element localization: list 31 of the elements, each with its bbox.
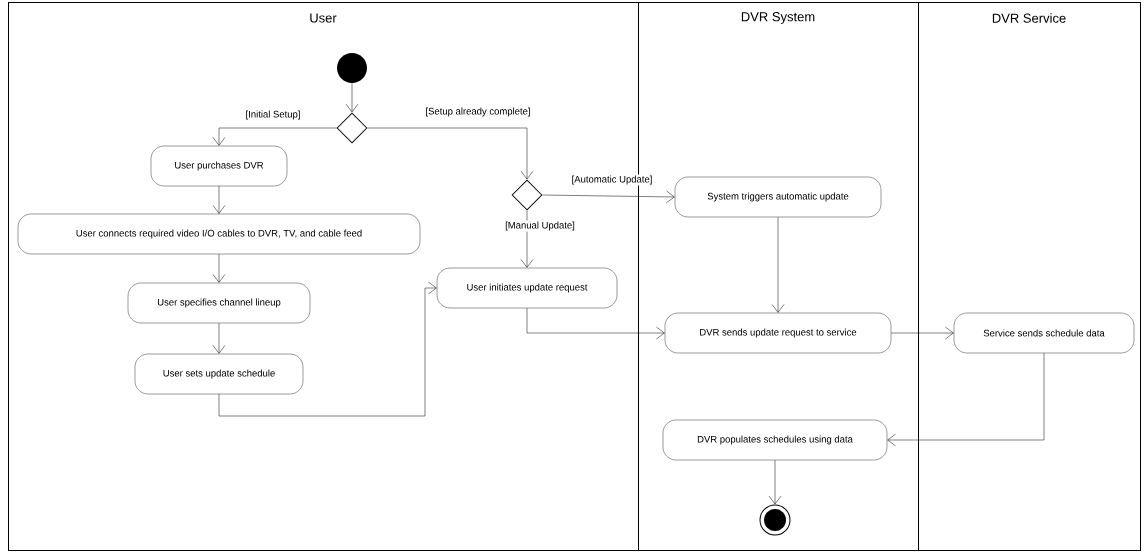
arrow xyxy=(771,216,785,313)
arrow xyxy=(542,190,675,204)
action-box: User sets update schedule xyxy=(134,353,304,395)
action-box: User initiates update request xyxy=(436,267,618,309)
edge-label: [Manual Update] xyxy=(504,220,576,232)
edge-label: [Initial Setup] xyxy=(244,109,302,121)
arrow xyxy=(212,185,226,214)
action-box: Service sends schedule data xyxy=(953,312,1135,354)
arrow xyxy=(212,127,337,146)
arrow xyxy=(367,127,534,180)
action-box: DVR populates schedules using data xyxy=(662,419,888,461)
edge-label: [Setup already complete] xyxy=(424,106,532,118)
decision-diamond xyxy=(336,112,368,144)
edge-label: [Automatic Update] xyxy=(570,174,654,186)
decision-diamond xyxy=(511,179,543,211)
action-box: User connects required video I/O cables to DVR, TV, and cable feed xyxy=(17,213,421,255)
arrow xyxy=(218,281,437,417)
arrow xyxy=(212,322,226,354)
action-box: User specifies channel lineup xyxy=(127,282,311,324)
arrow xyxy=(526,307,665,340)
action-box: DVR sends update request to service xyxy=(664,312,892,354)
action-box: System triggers automatic update xyxy=(674,176,882,218)
action-box: User purchases DVR xyxy=(150,145,288,187)
arrow xyxy=(887,352,1045,447)
arrow xyxy=(212,253,226,283)
arrow xyxy=(890,326,954,340)
arrow xyxy=(520,210,534,268)
initial-node xyxy=(337,53,367,83)
arrow xyxy=(768,459,782,505)
arrow xyxy=(345,82,359,113)
final-node xyxy=(759,504,791,536)
